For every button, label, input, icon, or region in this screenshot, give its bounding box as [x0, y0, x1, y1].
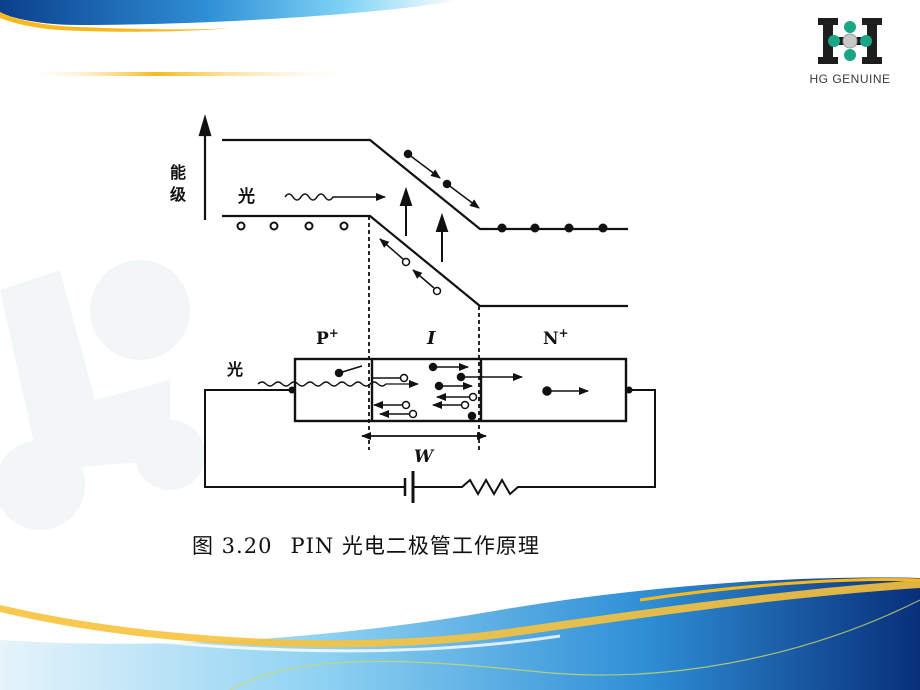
- p-region-label: P+: [316, 326, 339, 349]
- holes-p-region: [236, 221, 349, 231]
- logo-text: HG GENUINE: [809, 72, 891, 86]
- i-region-label: I: [426, 328, 436, 349]
- width-label: W: [414, 447, 435, 467]
- electrons-n-region: [497, 223, 608, 233]
- light-label-device: 光: [226, 360, 243, 379]
- n-region-label: N+: [543, 326, 569, 349]
- valence-band: [222, 214, 628, 308]
- energy-level-label-2: 级: [170, 185, 187, 204]
- light-wave-icon: [284, 193, 386, 201]
- figure-number: 图 3.20: [192, 534, 273, 558]
- conduction-band: [222, 138, 628, 231]
- external-circuit: [204, 389, 656, 503]
- watermark-logo: [0, 260, 205, 530]
- excitation-arrows: [399, 186, 449, 262]
- light-wave-device-icon: [257, 380, 419, 388]
- figure-caption: 图 3.20 PIN 光电二极管工作原理: [192, 530, 558, 560]
- light-label-band: 光: [237, 186, 255, 207]
- device-body: [293, 357, 628, 423]
- hg-logo-icon: [818, 18, 882, 64]
- pin-photodiode-diagram: 能 级 光 P+ I N+ 光: [170, 114, 656, 503]
- company-logo: HG GENUINE: [790, 10, 910, 95]
- carriers: [334, 362, 589, 421]
- energy-level-label-1: 能: [170, 163, 186, 182]
- figure-title: PIN 光电二极管工作原理: [290, 534, 540, 558]
